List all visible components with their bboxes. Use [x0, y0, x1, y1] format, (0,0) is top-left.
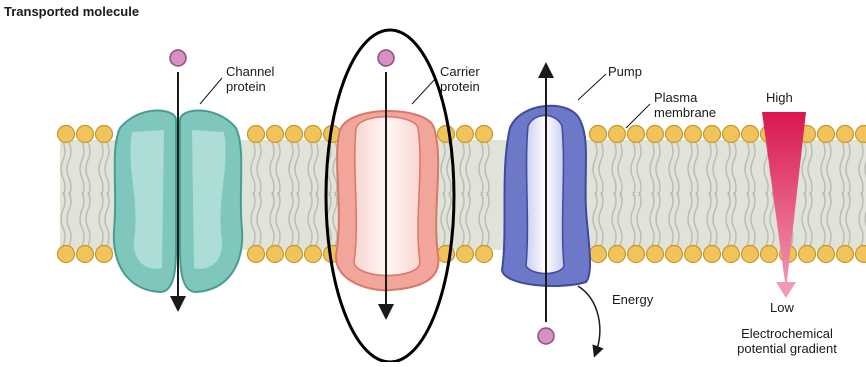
lipid-head [723, 126, 740, 143]
lipid-head [666, 126, 683, 143]
gradient-low-label: Low [770, 300, 794, 315]
lipid-head [267, 126, 284, 143]
lipid-head [77, 126, 94, 143]
carrier-protein-label-line1: Carrier [440, 64, 480, 79]
lipid-head [723, 246, 740, 263]
lipid-head [647, 126, 664, 143]
lipid-head [742, 246, 759, 263]
lipid-head [685, 246, 702, 263]
channel-protein-label-line2: protein [226, 79, 274, 94]
lipid-head [704, 126, 721, 143]
gradient-caption-line2: potential gradient [712, 341, 862, 356]
molecule-pump [538, 328, 554, 344]
leader-carrier [412, 78, 436, 104]
lipid-head [666, 246, 683, 263]
lipid-head [96, 126, 113, 143]
lipid-head [818, 126, 835, 143]
plasma-membrane-label-line2: membrane [654, 105, 716, 120]
lipid-head [286, 126, 303, 143]
lipid-head [457, 126, 474, 143]
lipid-head [609, 126, 626, 143]
leader-membrane [626, 104, 650, 128]
plasma-membrane-label: Plasma membrane [654, 90, 716, 120]
lipid-head [457, 246, 474, 263]
lipid-head [799, 246, 816, 263]
carrier-protein-label-line2: protein [440, 79, 480, 94]
channel-protein-label-line1: Channel [226, 64, 274, 79]
pump-label: Pump [608, 64, 642, 79]
molecule-channel [170, 50, 186, 66]
lipid-head [96, 246, 113, 263]
lipid-head [58, 126, 75, 143]
lipid-head [248, 126, 265, 143]
energy-arrow [578, 286, 600, 352]
lipid-head [305, 126, 322, 143]
leader-pump [578, 74, 606, 100]
lipid-head [837, 126, 854, 143]
lipid-head [77, 246, 94, 263]
plasma-membrane-label-line1: Plasma [654, 90, 716, 105]
lipid-head [476, 126, 493, 143]
gradient-caption: Electrochemical potential gradient [712, 326, 862, 356]
lipid-head [305, 246, 322, 263]
gradient-caption-line1: Electrochemical [712, 326, 862, 341]
lipid-head [286, 246, 303, 263]
lipid-head [609, 246, 626, 263]
lipid-head [590, 246, 607, 263]
carrier-protein [336, 111, 439, 290]
lipid-head [248, 246, 265, 263]
energy-label: Energy [612, 292, 653, 307]
gradient-high-label: High [766, 90, 793, 105]
lipid-head [761, 246, 778, 263]
lipid-head [647, 246, 664, 263]
channel-protein-label: Channel protein [226, 64, 274, 94]
lipid-head [856, 126, 866, 143]
lipid-head [837, 246, 854, 263]
lipid-head [818, 246, 835, 263]
lipid-head [704, 246, 721, 263]
lipid-head [590, 126, 607, 143]
transported-molecule-label: Transported molecule [4, 4, 139, 19]
lipid-head [628, 126, 645, 143]
carrier-protein-label: Carrier protein [440, 64, 480, 94]
lipid-head [742, 126, 759, 143]
molecule-carrier [378, 50, 394, 66]
gradient-arrowhead [776, 282, 796, 298]
lipid-head [628, 246, 645, 263]
lipid-head [476, 246, 493, 263]
lipid-head [267, 246, 284, 263]
lipid-head [685, 126, 702, 143]
leader-channel [200, 78, 222, 104]
lipid-head [58, 246, 75, 263]
